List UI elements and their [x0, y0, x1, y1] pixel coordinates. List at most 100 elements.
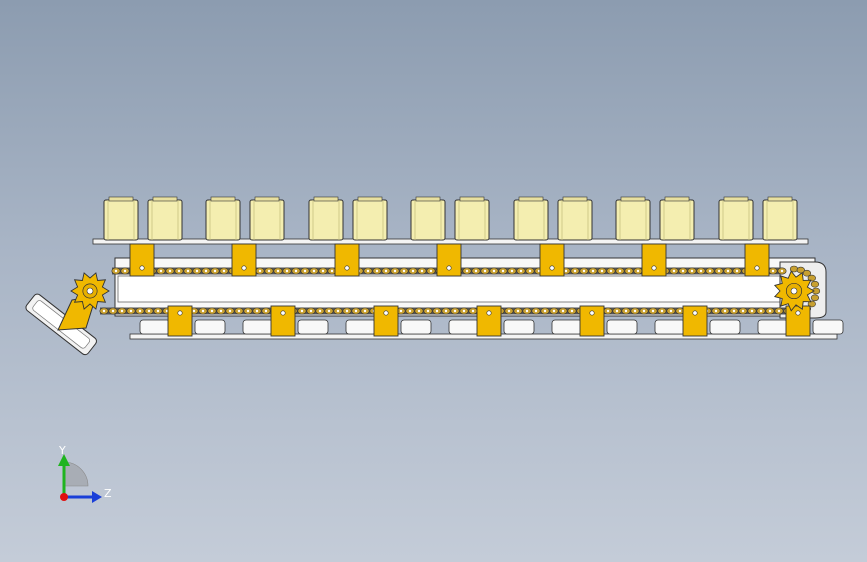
lower-roller [194, 319, 226, 335]
chain-pin [393, 269, 397, 273]
upper-bracket[interactable] [641, 243, 667, 277]
chain-pin [732, 309, 736, 313]
chain-pin [528, 269, 532, 273]
roller[interactable] [103, 196, 139, 241]
lower-bracket[interactable] [682, 305, 708, 337]
roller-cap [620, 196, 646, 202]
chain-pin [768, 309, 772, 313]
lower-brackets[interactable] [167, 305, 811, 337]
lower-bracket[interactable] [270, 305, 296, 337]
lower-roller [757, 319, 789, 335]
roller[interactable] [249, 196, 285, 241]
roller[interactable] [308, 196, 344, 241]
upper-bracket[interactable] [129, 243, 155, 277]
roller[interactable] [352, 196, 388, 241]
bracket-hole [344, 265, 350, 271]
roller-body [103, 199, 139, 241]
chain-pin [102, 309, 106, 313]
roller[interactable] [205, 196, 241, 241]
frame-inner-panel [117, 275, 781, 303]
bracket-body [373, 305, 399, 337]
triad-plane-shading [63, 461, 89, 487]
chain-pin [213, 269, 217, 273]
roller-body [718, 199, 754, 241]
roller[interactable] [454, 196, 490, 241]
chain-pin [321, 269, 325, 273]
drive-sprocket-right[interactable] [773, 270, 815, 312]
chain-pin [483, 269, 487, 273]
roller[interactable] [762, 196, 798, 241]
lower-roller [654, 319, 686, 335]
lower-bracket[interactable] [167, 305, 193, 337]
chain-pin [417, 309, 421, 313]
chain-pin [465, 269, 469, 273]
bracket-hole [241, 265, 247, 271]
lower-roller [503, 319, 535, 335]
chain-pin [573, 269, 577, 273]
z-axis-arrow [92, 491, 102, 503]
lower-roller [448, 319, 480, 335]
upper-bracket[interactable] [539, 243, 565, 277]
roller-cap [664, 196, 690, 202]
chain-link [810, 294, 820, 302]
chain-pin [708, 269, 712, 273]
chain-pin [345, 309, 349, 313]
lower-bracket[interactable] [476, 305, 502, 337]
chain-pin [750, 309, 754, 313]
bracket-hole [651, 265, 657, 271]
roller[interactable] [615, 196, 651, 241]
chain-pin [726, 269, 730, 273]
drive-sprocket-left[interactable] [70, 272, 110, 310]
bracket-hole [486, 310, 492, 316]
roller[interactable] [410, 196, 446, 241]
lower-bracket[interactable] [579, 305, 605, 337]
chain-pin [123, 269, 127, 273]
roller-body [249, 199, 285, 241]
upper-bracket[interactable] [744, 243, 770, 277]
roller-cap [357, 196, 383, 202]
chain-link [802, 269, 812, 277]
roller[interactable] [147, 196, 183, 241]
chain-link [810, 280, 820, 288]
chain-pin [741, 309, 745, 313]
chain-pin [402, 269, 406, 273]
roller-cap [313, 196, 339, 202]
upper-brackets[interactable] [129, 243, 770, 277]
upper-bracket[interactable] [436, 243, 462, 277]
chain-pin [591, 269, 595, 273]
chain-pin [471, 309, 475, 313]
roller-row[interactable] [103, 196, 798, 241]
roller-cap [108, 196, 134, 202]
chain-pin [192, 309, 196, 313]
lower-bracket[interactable] [785, 305, 811, 337]
roller-body [454, 199, 490, 241]
chain-pin [552, 309, 556, 313]
roller[interactable] [718, 196, 754, 241]
y-axis-label: Y [58, 444, 66, 457]
roller[interactable] [557, 196, 593, 241]
chain-pin [420, 269, 424, 273]
chain-pin [516, 309, 520, 313]
roller[interactable] [513, 196, 549, 241]
chain-pin [606, 309, 610, 313]
chain-pin [312, 269, 316, 273]
chain-pin [330, 269, 334, 273]
chain-pin [609, 269, 613, 273]
roller[interactable] [659, 196, 695, 241]
lower-bracket[interactable] [373, 305, 399, 337]
chain-pin [669, 309, 673, 313]
roller-cap [518, 196, 544, 202]
chain-pin [114, 269, 118, 273]
roller-body [410, 199, 446, 241]
upper-bracket[interactable] [334, 243, 360, 277]
x-axis-dot [60, 493, 68, 501]
roller-cap [254, 196, 280, 202]
upper-bracket[interactable] [231, 243, 257, 277]
chain-pin [426, 309, 430, 313]
chain-pin [267, 269, 271, 273]
roller-cap [152, 196, 178, 202]
chain-pin [222, 269, 226, 273]
bracket-hole [692, 310, 698, 316]
